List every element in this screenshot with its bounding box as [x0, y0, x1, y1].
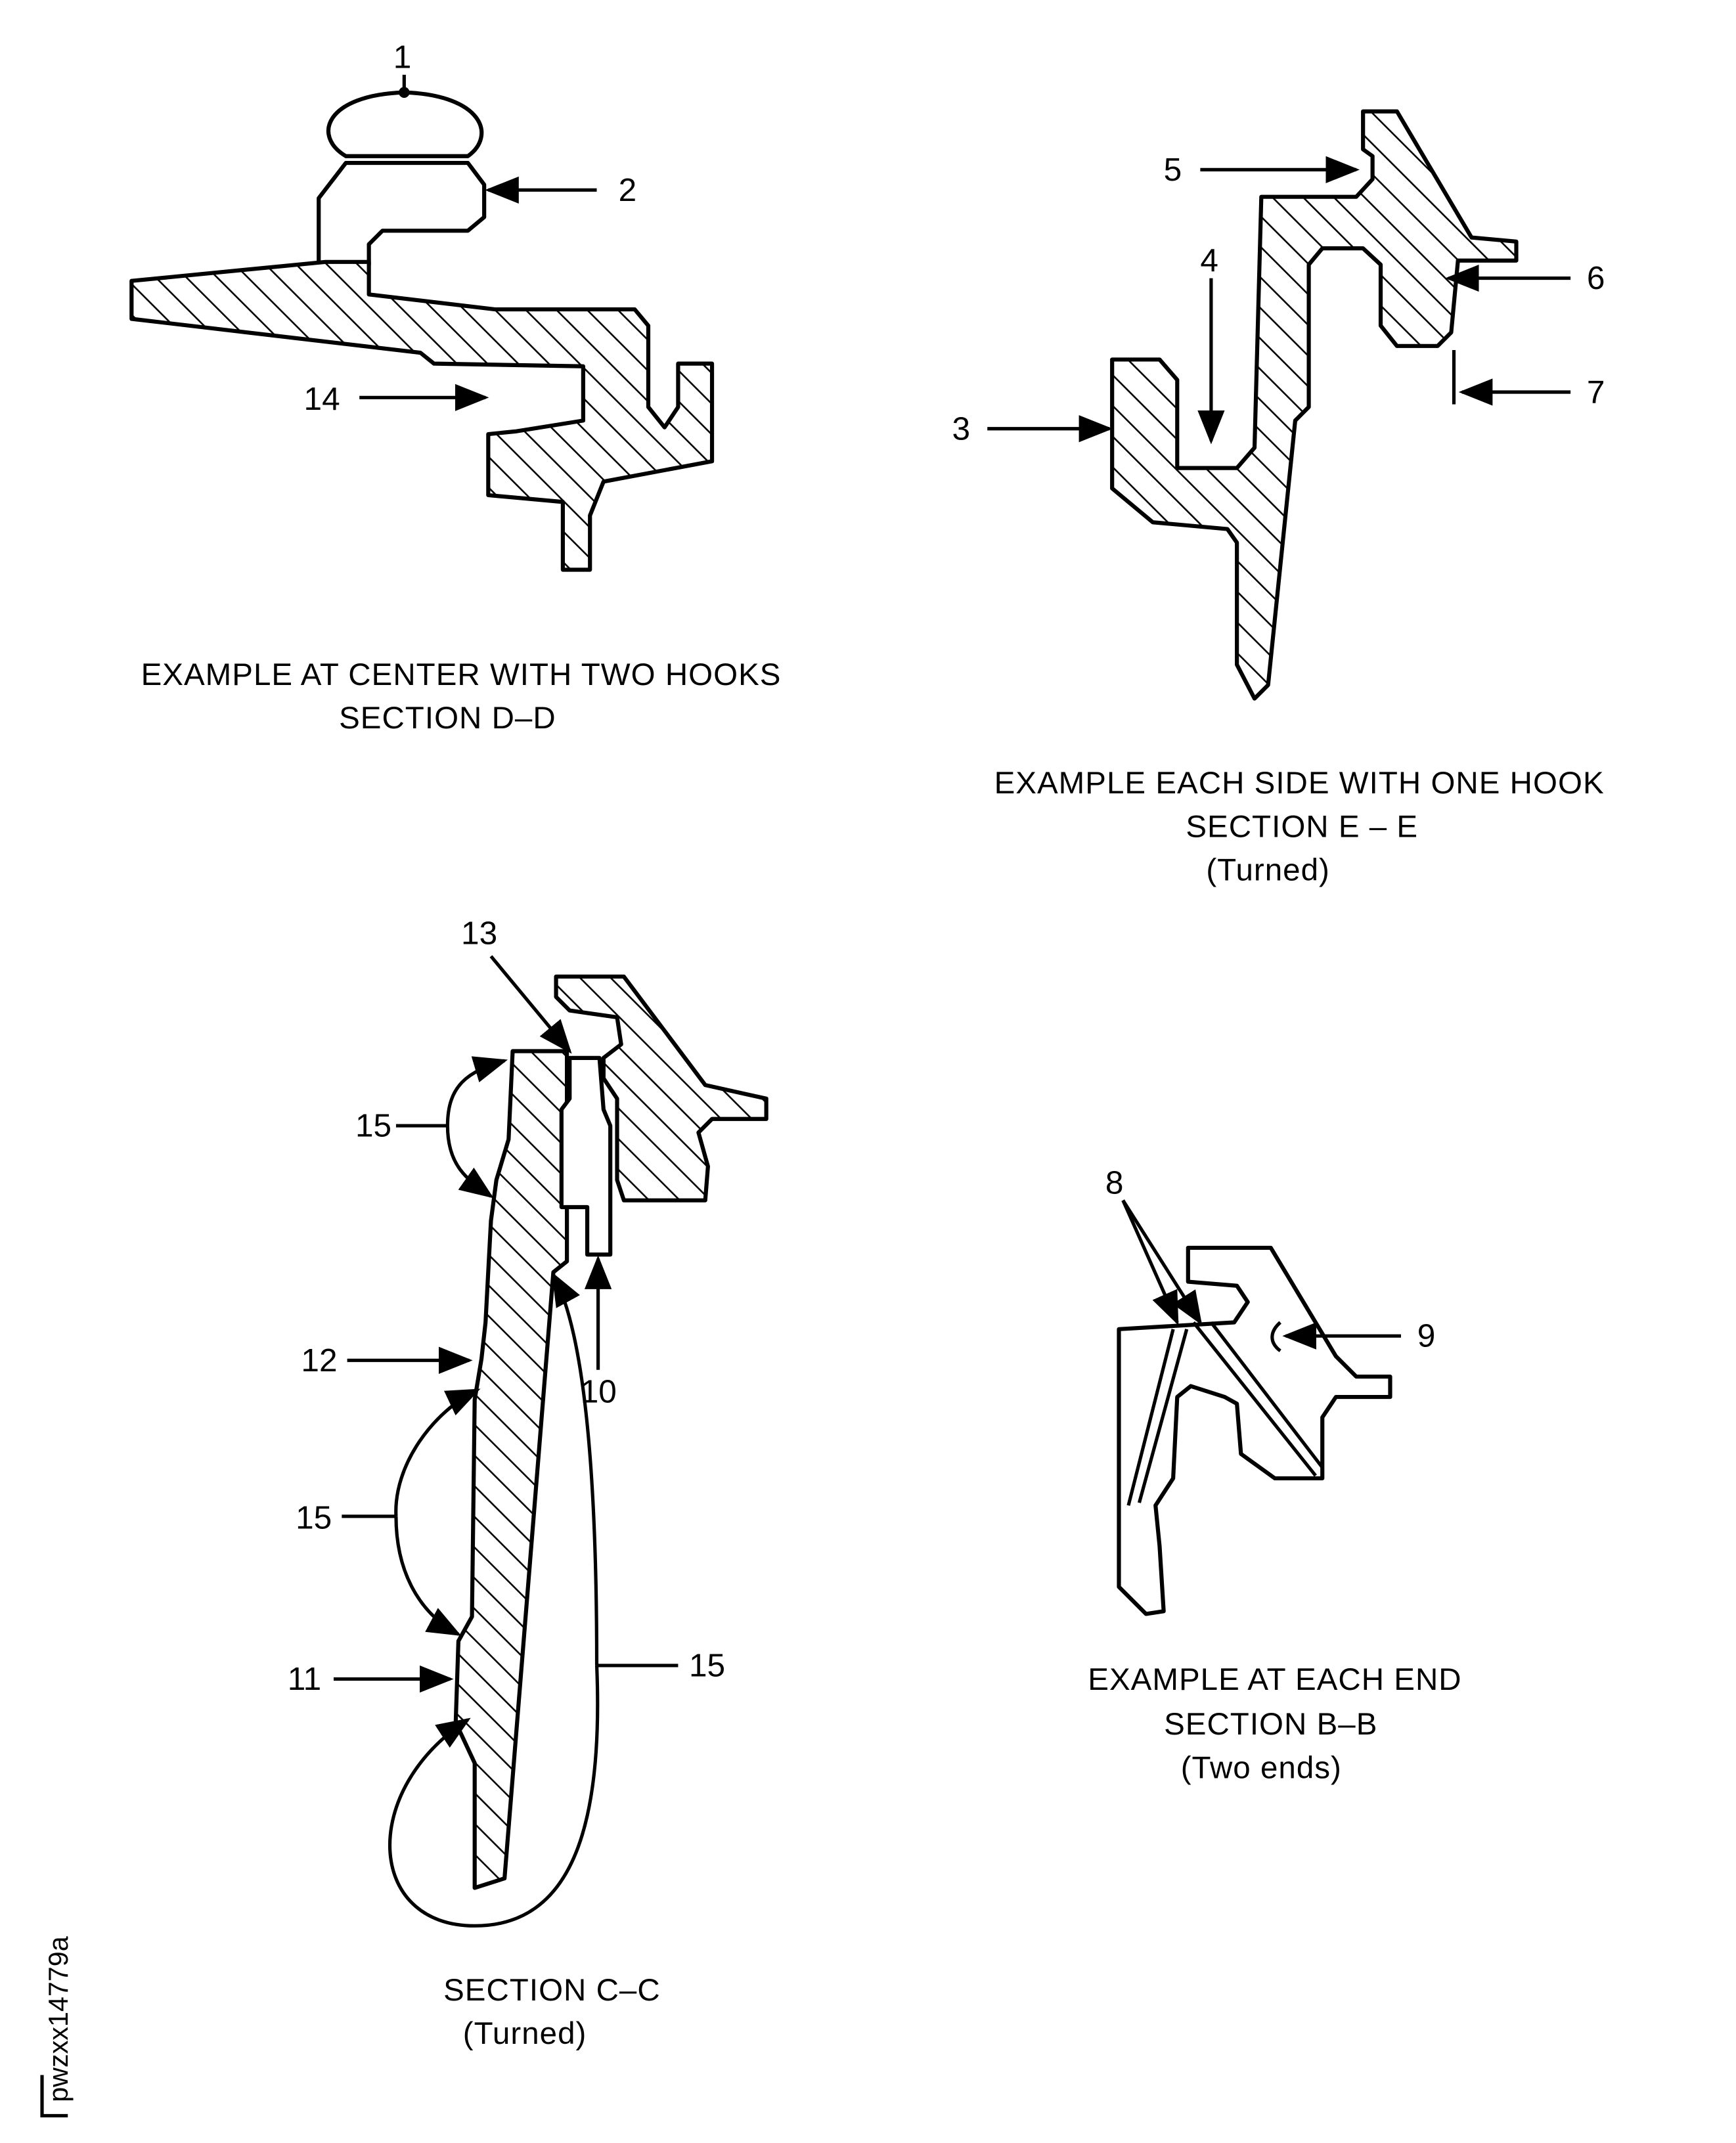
caption-d-d-line1: EXAMPLE AT CENTER WITH TWO HOOKS: [141, 657, 782, 692]
callout-2: 2: [619, 171, 637, 208]
figure-id: pwzxx14779a: [40, 1936, 74, 2118]
caption-e-e-line2: SECTION E – E: [1186, 809, 1418, 844]
caption-c-c-line1: SECTION C–C: [443, 1973, 661, 2008]
callout-4: 4: [1200, 242, 1218, 278]
figure-id-label: pwzxx14779a: [43, 1936, 74, 2102]
pin: [559, 1055, 613, 1257]
callout-11: 11: [288, 1660, 321, 1697]
caption-b-b-line1: EXAMPLE AT EACH END: [1088, 1662, 1461, 1697]
section-e-e: 5 4 6 7 3 EXAMPLE EACH SIDE WITH ONE HOO…: [952, 109, 1605, 887]
callout-14: 14: [304, 380, 340, 417]
section-c-c: 13 15 12 10 15 11 15 SECTION C–C (Turned…: [288, 914, 768, 2051]
callout-7: 7: [1587, 374, 1605, 410]
caption-e-e-line1: EXAMPLE EACH SIDE WITH ONE HOOK: [994, 766, 1605, 801]
hatched-hook: [554, 974, 768, 1203]
callout-15-top: 15: [355, 1107, 391, 1144]
caption-e-e-line3: (Turned): [1206, 852, 1330, 887]
callout-12: 12: [301, 1342, 337, 1379]
callout-9: 9: [1417, 1317, 1436, 1354]
callout-1: 1: [393, 39, 412, 76]
callout-13: 13: [461, 914, 497, 951]
hatched-blade: [453, 1049, 569, 1890]
section-d-d: 1 2 14 EXAMPLE AT CENTER WITH TWO HOOKS …: [129, 39, 782, 736]
hook-clip: [317, 160, 487, 267]
callout-15-bottom: 15: [689, 1646, 725, 1683]
caption-c-c-line2: (Turned): [463, 2016, 587, 2051]
caption-d-d-line2: SECTION D–D: [339, 701, 556, 736]
hatched-body: [129, 259, 715, 572]
caption-b-b-line2: SECTION B–B: [1164, 1707, 1377, 1742]
callout-8: 8: [1105, 1164, 1124, 1201]
callout-5: 5: [1164, 151, 1182, 188]
caption-b-b-line3: (Two ends): [1181, 1750, 1342, 1785]
callout-3: 3: [952, 410, 971, 447]
callout-15-middle: 15: [296, 1499, 332, 1535]
callout-6: 6: [1587, 259, 1605, 296]
dome-cap: [326, 90, 484, 158]
section-b-b: 8 9 EXAMPLE AT EACH END SECTION B–B (Two…: [1088, 1164, 1461, 1785]
hatched-body: [1110, 109, 1519, 701]
